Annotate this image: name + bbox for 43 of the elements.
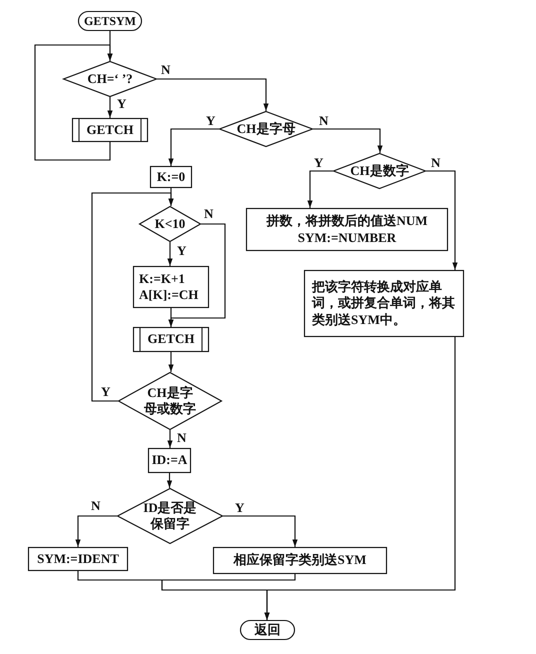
- decision-diamond: CH是数字: [333, 153, 426, 189]
- edge-label: N: [160, 63, 172, 77]
- edge-label: Y: [205, 114, 216, 128]
- edge-label: N: [318, 114, 330, 128]
- arrow: [313, 128, 383, 153]
- arrow: [91, 192, 174, 402]
- arrow: [168, 352, 174, 372]
- subroutine-box: GETCH: [133, 327, 209, 352]
- arrow: [426, 170, 458, 270]
- edge-label: N: [90, 499, 102, 513]
- process-box: K:=0: [150, 166, 192, 188]
- edge-label: N: [430, 156, 442, 170]
- process-box: 拼数，将拼数后的值送NUM SYM:=NUMBER: [246, 208, 448, 251]
- edge-label: Y: [234, 501, 246, 515]
- process-box: 把该字符转换成对应单词，或拼复合单词，将其类别送SYM中。: [304, 270, 464, 337]
- edge-label: N: [203, 207, 214, 221]
- arrow: [166, 473, 172, 488]
- edge-label: Y: [100, 385, 112, 399]
- arrow: [167, 242, 173, 266]
- subroutine-box: GETCH: [72, 118, 148, 142]
- arrow: [168, 128, 219, 166]
- edge-label: Y: [116, 97, 128, 111]
- arrow: [34, 44, 113, 161]
- arrow: [223, 515, 298, 547]
- arrow: [107, 97, 113, 118]
- decision-diamond: CH是字母或数字: [118, 372, 222, 430]
- decision-diamond: ID是否是保留字: [117, 488, 223, 544]
- decision-diamond: CH=‘ ’?: [63, 61, 157, 97]
- arrow: [157, 78, 269, 111]
- process-box: 相应保留字类别送SYM: [213, 547, 387, 574]
- process-box: ID:=A: [148, 448, 191, 473]
- arrow: [307, 170, 333, 208]
- edge-label: N: [176, 431, 188, 445]
- process-box: SYM:=IDENT: [28, 547, 128, 571]
- arrow: [167, 430, 173, 448]
- edge-label: Y: [176, 244, 188, 258]
- arrow: [75, 515, 117, 547]
- decision-diamond: K<10: [139, 206, 201, 242]
- decision-diamond: CH是字母: [219, 111, 313, 147]
- arrow: [168, 308, 174, 327]
- edge-label: Y: [313, 156, 324, 170]
- process-box: K:=K+1 A[K]:=CH: [133, 266, 209, 308]
- arrow: [264, 337, 456, 620]
